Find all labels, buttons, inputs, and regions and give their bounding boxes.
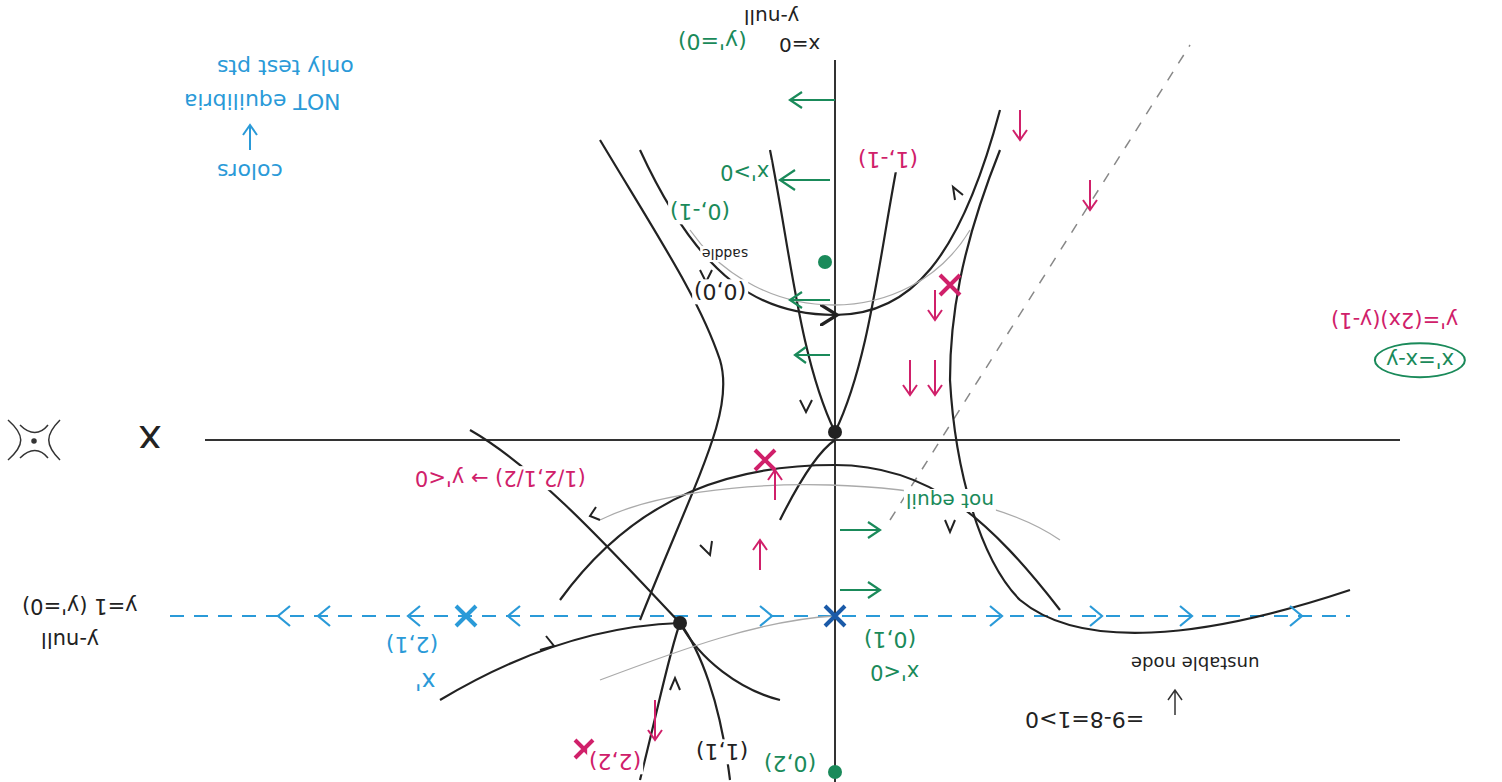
note-text: only test pts <box>215 55 356 80</box>
equation: y'=(2x)(y-1) <box>1329 308 1460 332</box>
note-text: NOT equilibria <box>182 89 343 114</box>
point-label: (0,-1) <box>668 199 732 224</box>
point-label: (1/2,1/2) → y'<0 <box>413 466 588 490</box>
nullcline-label: y-null <box>39 628 101 652</box>
note-text: colors <box>215 159 285 184</box>
point-label: (0,1) <box>862 627 918 652</box>
point-label: (2,1) <box>384 632 440 657</box>
point-label: (0,0) <box>692 279 748 304</box>
point-label: (2,2) <box>587 749 643 774</box>
type-label: unstable node <box>1129 652 1261 673</box>
note-text: not equil <box>904 489 996 512</box>
equation: x'=x-y <box>1374 342 1466 378</box>
axis-label: x <box>136 417 164 463</box>
type-label: saddle <box>700 246 750 262</box>
sign-label: x'>0 <box>718 160 771 184</box>
nullcline-label: y-null <box>742 5 801 28</box>
derivative-label: (y'=0) <box>676 29 749 54</box>
sign-label: x' <box>413 666 438 694</box>
equation: =9-8=1>0 <box>1023 707 1146 732</box>
point-label: (1,1) <box>694 739 750 764</box>
sign-label: x'<0 <box>868 660 921 684</box>
nullcline-label: x=0 <box>777 33 822 56</box>
point-label: (0,2) <box>762 751 818 776</box>
nullcline-label: y=1 (y'=0) <box>20 594 140 618</box>
point-label: (1,-1) <box>856 147 920 172</box>
